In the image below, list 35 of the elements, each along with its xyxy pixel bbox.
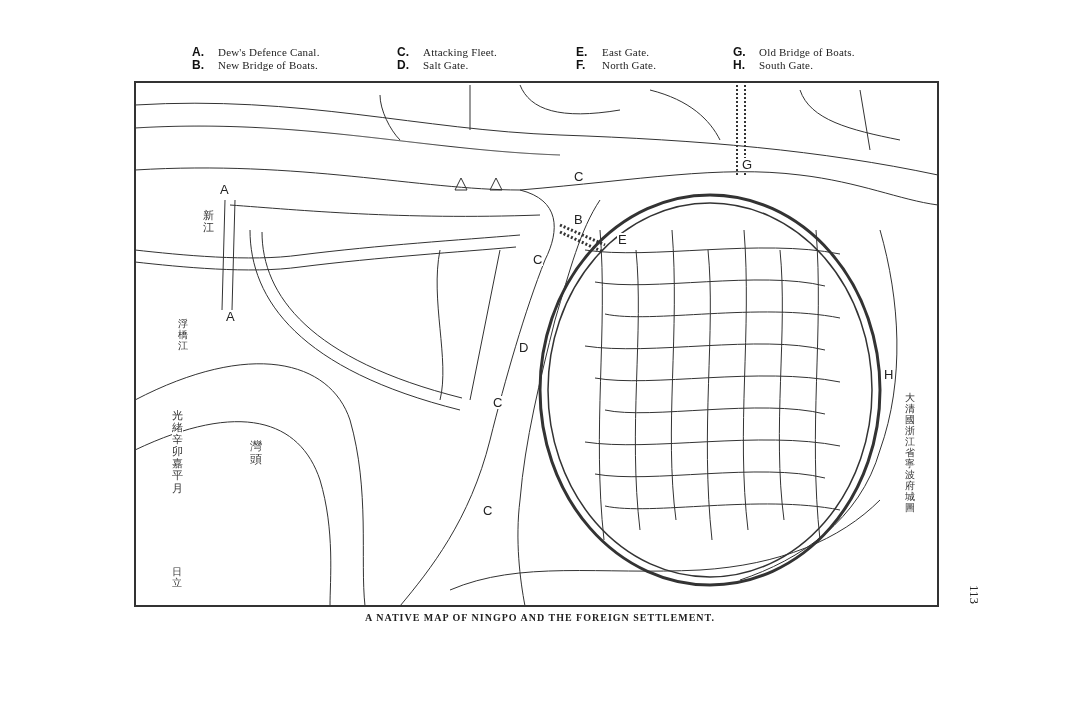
key-letter: B. <box>192 59 204 71</box>
map-letter: G <box>741 158 754 171</box>
key-description: Dew's Defence Canal. <box>218 46 320 58</box>
map-letter: B <box>573 213 584 226</box>
map-letter: E <box>617 233 628 246</box>
key-description: Salt Gate. <box>423 59 469 71</box>
key-description: South Gate. <box>759 59 814 71</box>
page-number: 113 <box>966 585 982 605</box>
map-letter: C <box>492 396 504 409</box>
caption: A NATIVE MAP OF NINGPO AND THE FOREIGN SETTLEMENT. <box>364 612 716 623</box>
map-letter: A <box>219 183 230 196</box>
place-name: 大清國浙江省寧波府城圖 <box>905 392 915 513</box>
map-letter: C <box>573 170 585 183</box>
map-letter: C <box>482 504 494 517</box>
place-name: 光緒辛卯嘉平月 <box>172 410 183 495</box>
key-letter: A. <box>192 46 204 58</box>
map-letter: A <box>225 310 236 323</box>
key-letter: H. <box>733 59 745 71</box>
place-name: 灣頭 <box>250 440 262 467</box>
map-letter: C <box>532 253 544 266</box>
key-letter: G. <box>733 46 746 58</box>
key-letter: F. <box>576 59 586 71</box>
key-description: New Bridge of Boats. <box>218 59 318 71</box>
key-letter: E. <box>576 46 588 58</box>
place-name: 新江 <box>203 210 214 235</box>
key-description: Old Bridge of Boats. <box>759 46 855 58</box>
place-name: 日立 <box>172 566 182 588</box>
key-description: East Gate. <box>602 46 650 58</box>
key-description: Attacking Fleet. <box>423 46 498 58</box>
map-letter: D <box>518 341 530 354</box>
map-letter: H <box>883 368 895 381</box>
place-name: 浮橋江 <box>178 318 188 351</box>
key-description: North Gate. <box>602 59 657 71</box>
key-letter: C. <box>397 46 409 58</box>
key-letter: D. <box>397 59 409 71</box>
